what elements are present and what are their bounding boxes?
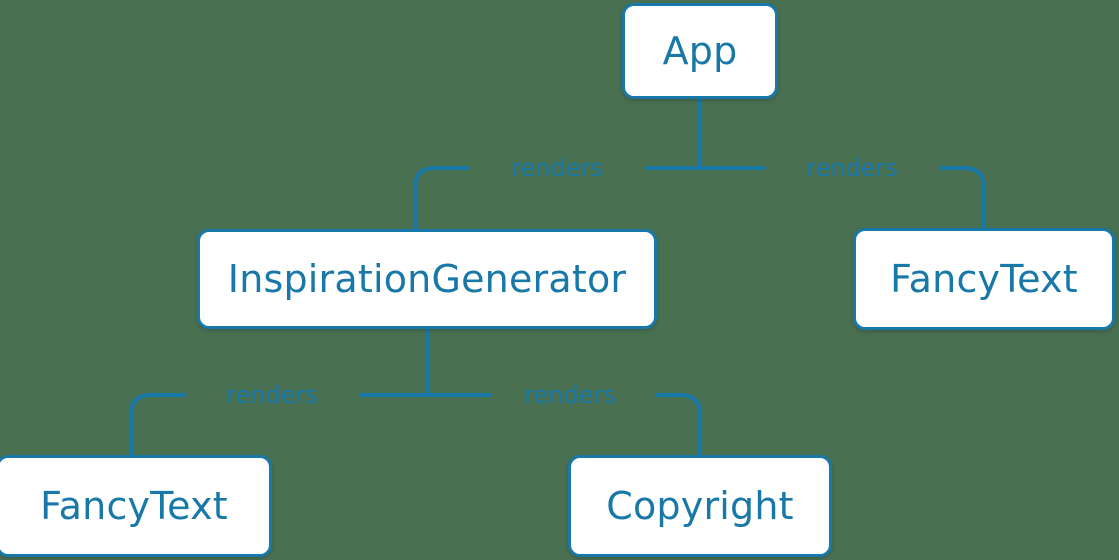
node-fancytext-left[interactable]: FancyText (0, 455, 272, 557)
edge-label-inspirationgenerator-copyright: renders (524, 381, 616, 409)
node-inspirationgenerator-label: InspirationGenerator (227, 257, 627, 301)
edge-app-to-fancytext-right (700, 166, 986, 228)
node-app[interactable]: App (622, 3, 778, 99)
edge-label-app-inspirationgenerator: renders (511, 154, 603, 182)
node-copyright-label: Copyright (606, 484, 794, 528)
node-fancytext-right[interactable]: FancyText (853, 228, 1115, 330)
edge-inspirationgenerator-to-copyright (427, 393, 702, 455)
node-fancytext-left-label: FancyText (40, 484, 228, 528)
node-inspirationgenerator[interactable]: InspirationGenerator (197, 229, 657, 329)
node-fancytext-right-label: FancyText (890, 257, 1078, 301)
edge-label-app-fancytext-right: renders (806, 154, 898, 182)
edge-label-inspirationgenerator-fancytext-left: renders (226, 381, 318, 409)
node-app-label: App (662, 29, 738, 73)
edge-app-to-inspirationgenerator (413, 166, 700, 229)
node-copyright[interactable]: Copyright (568, 455, 832, 557)
edge-inspirationgenerator-to-fancytext-left (129, 393, 427, 455)
